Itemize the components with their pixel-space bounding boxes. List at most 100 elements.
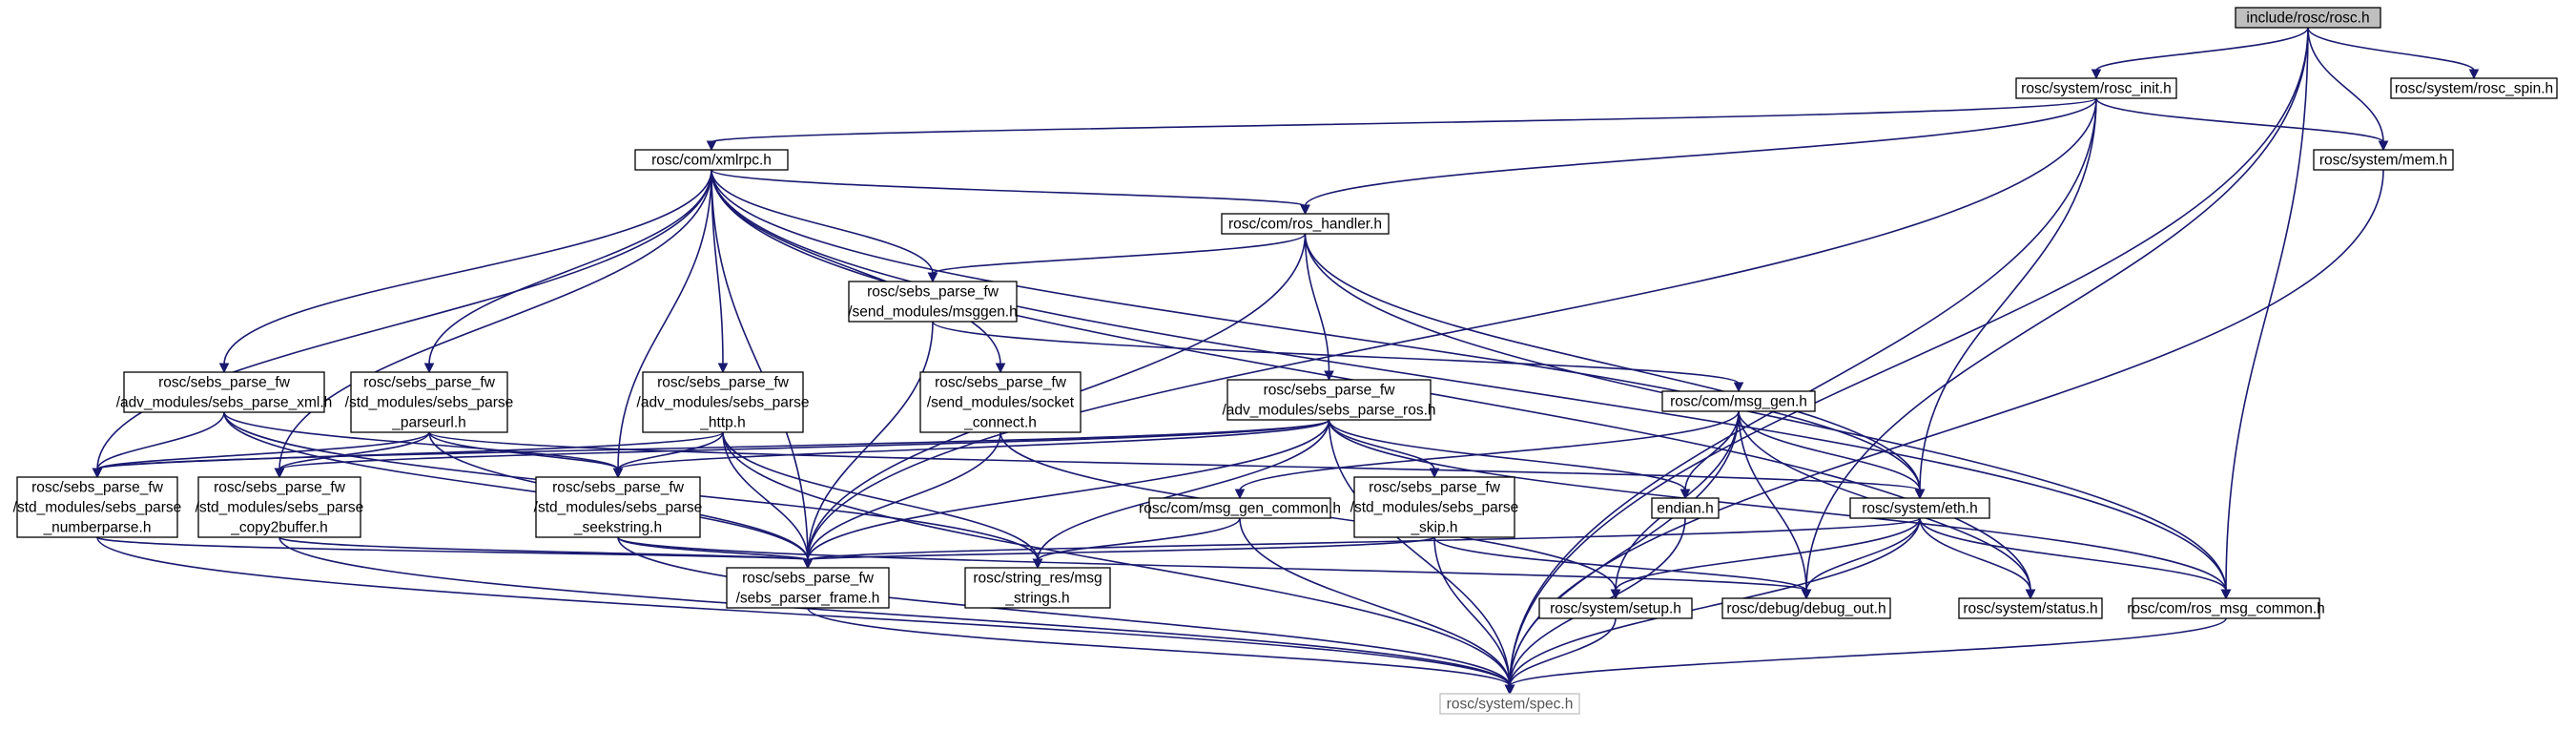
edge-parse_http-to-msg_strings [722, 431, 1043, 570]
node-endian[interactable]: endian.h [1651, 497, 1720, 519]
arrowhead [612, 468, 624, 479]
node-label-line: rosc/sebs_parse_fw [214, 480, 346, 496]
edge-parse_skip-to-debug_out [1433, 536, 1812, 600]
arrowhead [1733, 382, 1744, 393]
node-debug-out[interactable]: rosc/debug/debug_out.h [1721, 597, 1891, 619]
node-label-line: _seekstring.h [573, 520, 662, 536]
node-box [2132, 597, 2320, 619]
node-msg-strings[interactable]: rosc/string_res/msg _strings.h [964, 567, 1111, 609]
node-box [634, 149, 789, 171]
node-box [726, 567, 890, 609]
edge-ros_handler-to-parse_ros [1304, 233, 1334, 382]
node-label-line: rosc/com/xmlrpc.h [651, 153, 772, 169]
edge-parse_ros-to-copy2buffer [274, 419, 1330, 479]
edge-rosc_h-to-rosc_spin [2307, 27, 2480, 80]
node-spec[interactable]: rosc/system/spec.h [1439, 693, 1580, 715]
node-rosc-init[interactable]: rosc/system/rosc_init.h [2015, 77, 2177, 99]
node-label-line: _connect.h [963, 415, 1037, 431]
edge-msggen-to-msg_gen [932, 321, 1744, 393]
edge-rosc_init-to-ros_handler [1300, 97, 2097, 216]
node-seekstring[interactable]: rosc/sebs_parse_fw/std_modules/sebs_pars… [534, 476, 703, 538]
arrowhead [92, 468, 103, 479]
node-box [535, 476, 701, 538]
node-label-line: /send_modules/socket [927, 395, 1075, 411]
node-label-line: rosc/system/rosc_init.h [2021, 81, 2172, 97]
node-label-line: rosc/system/status.h [1963, 601, 2097, 617]
node-label-line: rosc/string_res/msg [973, 571, 1102, 587]
node-label-line: rosc/sebs_parse_fw [158, 375, 291, 391]
arrowhead [2378, 140, 2389, 152]
node-parse-http[interactable]: rosc/sebs_parse_fw/adv_modules/sebs_pars… [637, 371, 810, 433]
edge-eth-to-parser_frame [802, 517, 1921, 570]
arrowhead [1300, 204, 1310, 216]
node-msg-gen[interactable]: rosc/com/msg_gen.h [1661, 390, 1816, 412]
node-ros-msg-common[interactable]: rosc/com/ros_msg_common.h [2127, 597, 2325, 619]
edge-ros_msg_common-to-spec [1504, 617, 2227, 696]
node-label-line: rosc/sebs_parse_fw [1264, 383, 1396, 399]
node-box [350, 371, 508, 433]
node-numberparse[interactable]: rosc/sebs_parse_fw/std_modules/sebs_pars… [13, 476, 182, 538]
node-mem[interactable]: rosc/system/mem.h [2313, 149, 2454, 171]
edge-eth-to-setup [1610, 517, 1921, 600]
node-xmlrpc[interactable]: rosc/com/xmlrpc.h [634, 149, 789, 171]
node-label-line: rosc/system/rosc_spin.h [2395, 81, 2553, 97]
node-label-line: rosc/debug/debug_out.h [1726, 601, 1886, 617]
node-box [848, 281, 1018, 323]
node-label-line: _strings.h [1004, 591, 1069, 607]
node-label-line: rosc/sebs_parse_fw [363, 375, 496, 391]
node-rosc-spin[interactable]: rosc/system/rosc_spin.h [2390, 77, 2558, 99]
edge-xmlrpc-to-ros_handler [711, 169, 1310, 216]
node-label-line: rosc/sebs_parse_fw [552, 480, 685, 496]
node-label-line: rosc/sebs_parse_fw [867, 284, 999, 301]
node-parse-ros[interactable]: rosc/sebs_parse_fw/adv_modules/sebs_pars… [1222, 379, 1436, 421]
node-socket-connect[interactable]: rosc/sebs_parse_fw/send_modules/socket _c… [919, 371, 1082, 433]
node-box [2015, 77, 2177, 99]
node-label-line: _http.h [699, 415, 745, 431]
node-box [1651, 497, 1720, 519]
node-parse-xml[interactable]: rosc/sebs_parse_fw/adv_modules/sebs_pars… [116, 371, 333, 413]
node-label-line: _numberparse.h [43, 520, 152, 536]
node-msggen[interactable]: rosc/sebs_parse_fw/send_modules/msggen.h [848, 281, 1018, 323]
edge-parse_ros-to-numberparse [92, 419, 1330, 479]
edge-parse_ros-to-seekstring [612, 419, 1330, 479]
node-parse-skip[interactable]: rosc/sebs_parse_fw/std_modules/sebs_pars… [1350, 476, 1519, 538]
edge-seekstring-to-spec [617, 536, 1515, 696]
edge-seekstring-to-parser_frame [617, 536, 814, 570]
arrowhead [1610, 589, 1621, 600]
edge-parse_http-to-seekstring [612, 431, 724, 479]
node-label-line: /adv_modules/sebs_parse_xml.h [116, 395, 333, 411]
node-eth[interactable]: rosc/system/eth.h [1849, 497, 1990, 519]
node-label-line: _parseurl.h [391, 415, 466, 431]
node-copy2buffer[interactable]: rosc/sebs_parse_fw/std_modules/sebs_pars… [196, 476, 364, 538]
arrowhead [423, 363, 435, 374]
node-label-line: rosc/system/setup.h [1550, 601, 1681, 617]
node-label-line: rosc/system/eth.h [1862, 501, 1977, 517]
node-setup[interactable]: rosc/system/setup.h [1538, 597, 1693, 619]
node-label-line: rosc/system/mem.h [2319, 153, 2447, 169]
node-status[interactable]: rosc/system/status.h [1958, 597, 2103, 619]
arrowhead [927, 272, 938, 283]
node-rosc-h[interactable]: include/rosc/rosc.h [2235, 7, 2381, 29]
node-parser-frame[interactable]: rosc/sebs_parse_fw/sebs_parser_frame.h [726, 567, 890, 609]
node-box [919, 371, 1082, 433]
node-label-line: /std_modules/sebs_parse [345, 395, 514, 411]
edge-msg_gen_common-to-msg_strings [1032, 517, 1241, 570]
edge-xmlrpc-to-parseurl [423, 169, 712, 374]
arrowhead [1429, 468, 1440, 479]
node-label-line: /sebs_parser_frame.h [736, 591, 880, 607]
node-label-line: rosc/sebs_parse_fw [935, 375, 1067, 391]
edge-rosc_init-to-xmlrpc [706, 97, 2097, 152]
node-ros-handler[interactable]: rosc/com/ros_handler.h [1221, 213, 1390, 235]
node-box [1958, 597, 2103, 619]
node-msg-gen-common[interactable]: rosc/com/msg_gen_common.h [1139, 497, 1341, 519]
edge-rosc_init-to-eth [1914, 97, 2097, 500]
node-label-line: /std_modules/sebs_parse [534, 500, 703, 516]
arrowhead [2091, 69, 2102, 80]
node-parseurl[interactable]: rosc/sebs_parse_fw/std_modules/sebs_pars… [345, 371, 514, 433]
node-label-line: rosc/com/msg_gen_common.h [1139, 501, 1341, 517]
edge-parse_xml-to-numberparse [92, 411, 225, 479]
node-box [1148, 497, 1331, 519]
node-box [1721, 597, 1891, 619]
node-label-line: rosc/sebs_parse_fw [657, 375, 790, 391]
node-box [1538, 597, 1693, 619]
